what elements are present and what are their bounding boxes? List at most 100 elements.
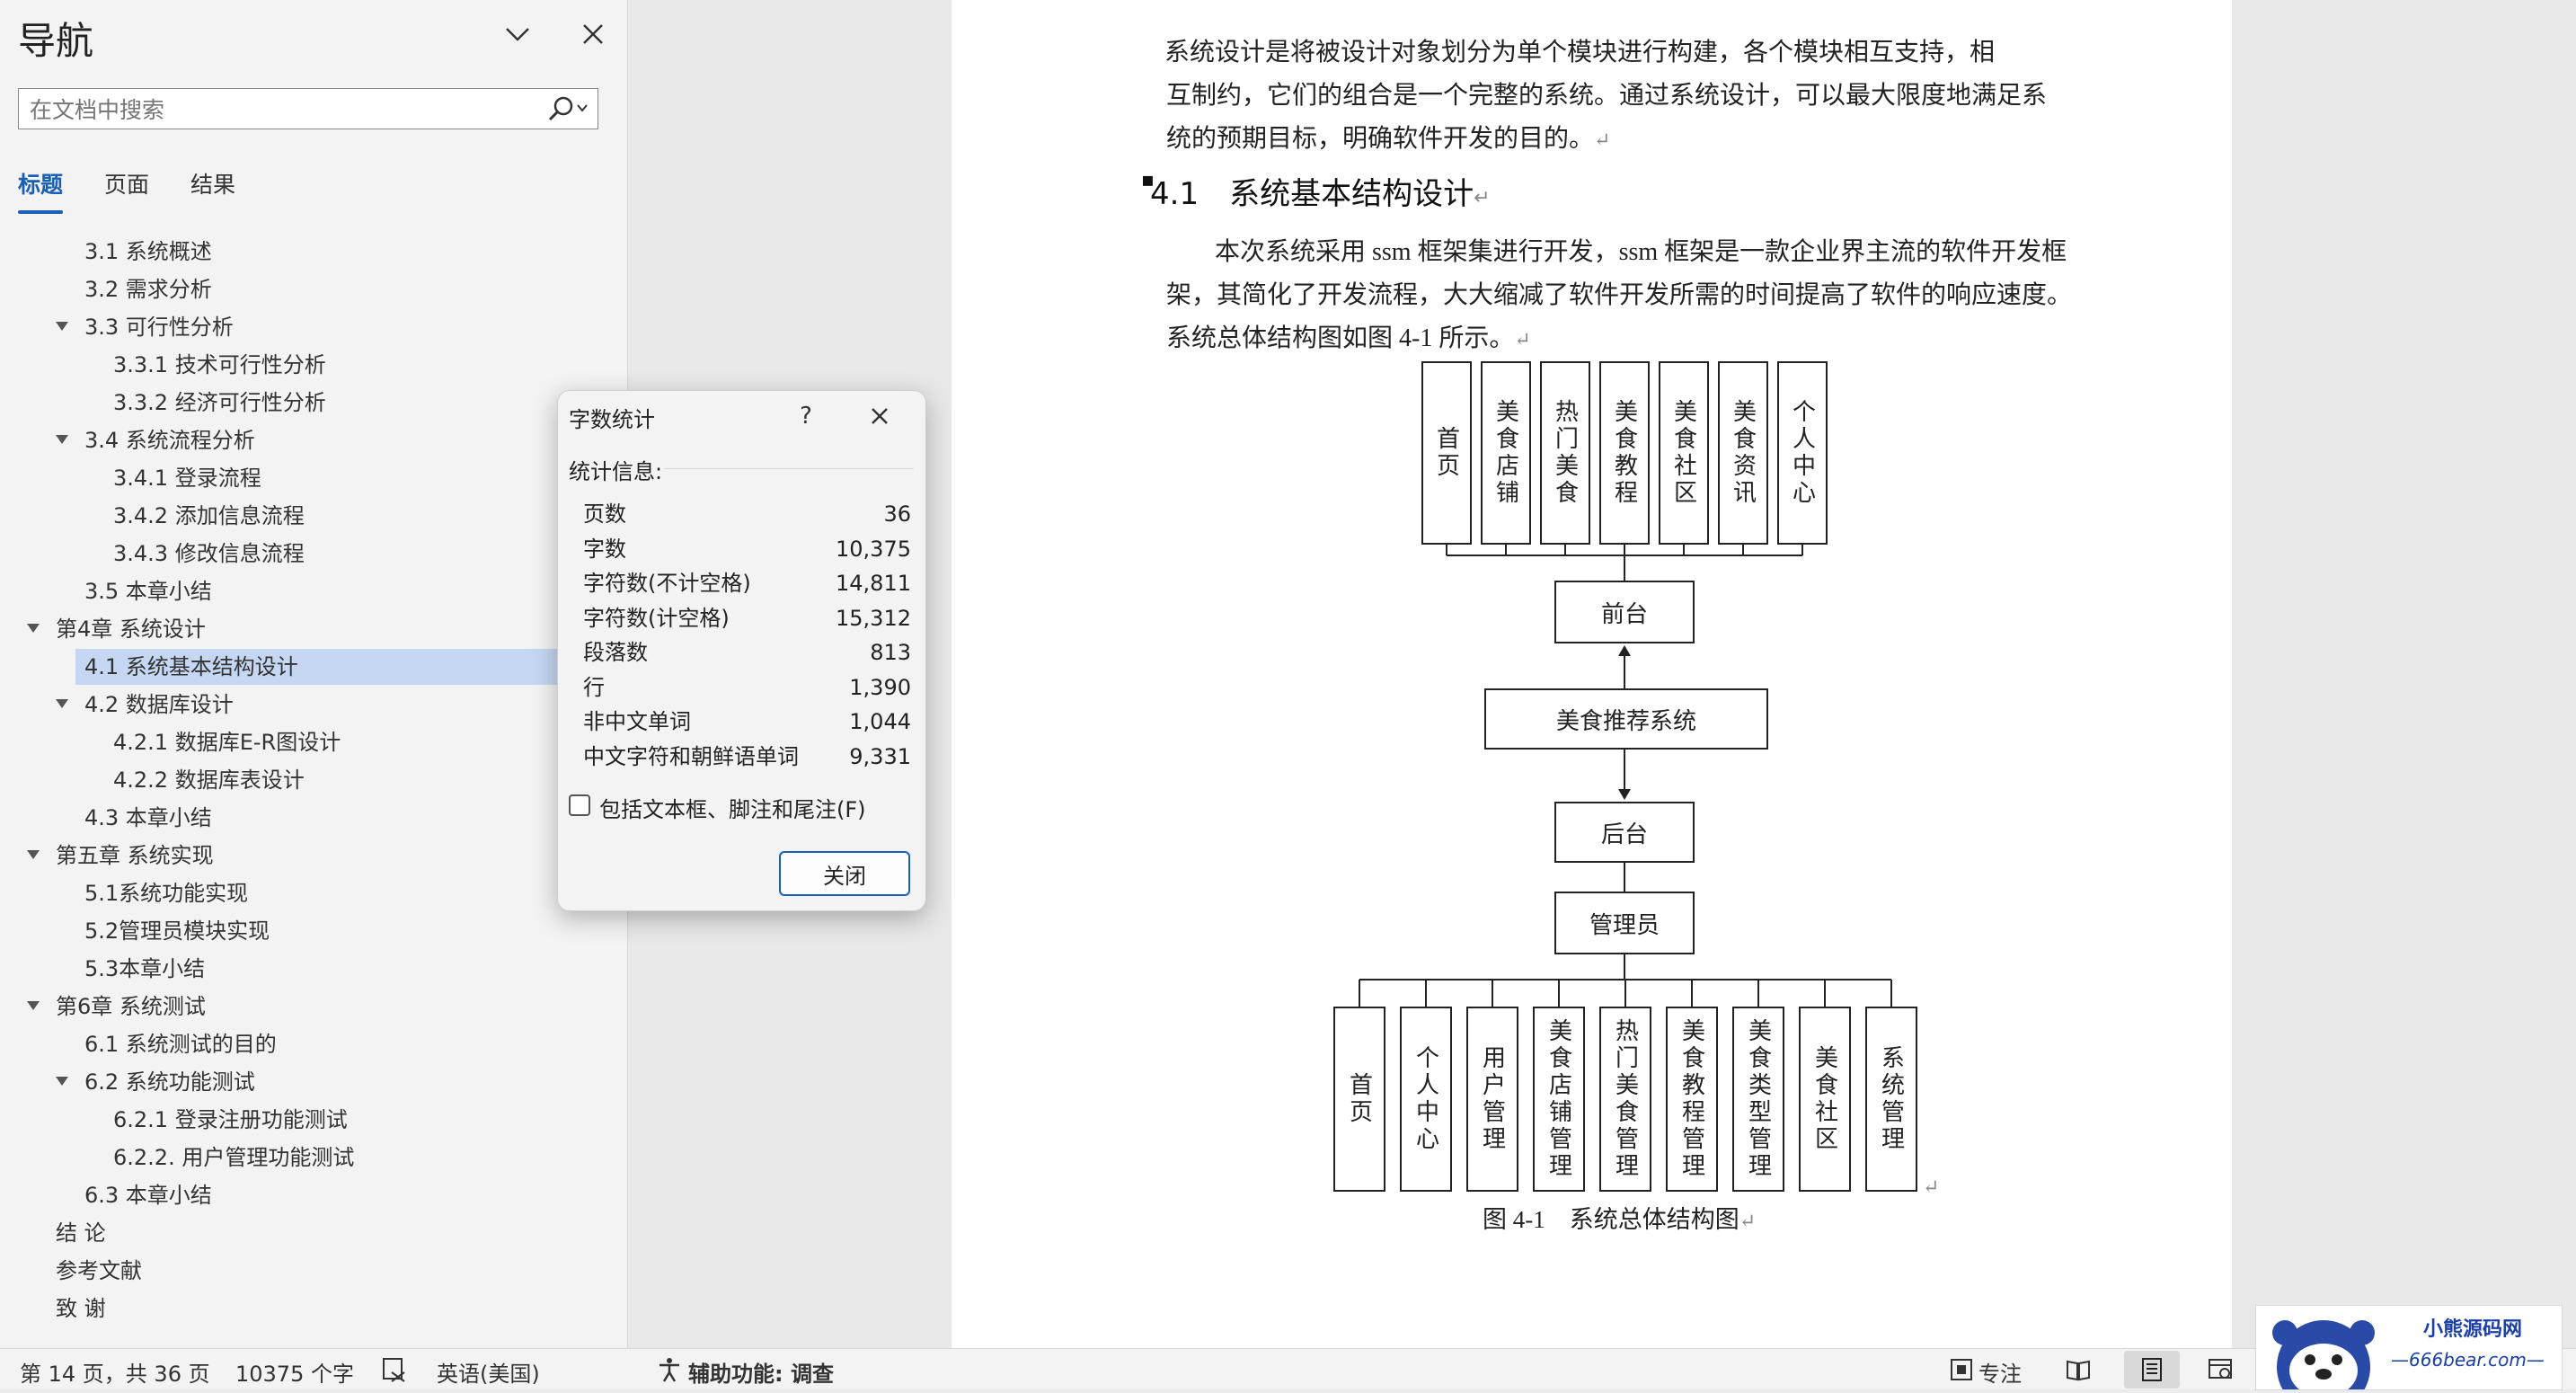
heading-item[interactable]: 5.1系统功能实现 [0, 875, 627, 911]
heading-item[interactable]: 第五章 系统实现 [0, 838, 627, 874]
stat-value: 813 [870, 640, 911, 665]
paragraph-mark-icon: ↵ [1474, 187, 1491, 209]
heading-item[interactable]: 3.2 需求分析 [0, 271, 627, 307]
heading-item[interactable]: 4.3 本章小结 [0, 800, 627, 836]
proofing-icon[interactable] [381, 1356, 408, 1383]
include-textbox-checkbox[interactable] [569, 794, 590, 816]
heading-item[interactable]: 致 谢 [0, 1291, 627, 1326]
focus-button[interactable]: 专注 [1978, 1362, 2022, 1387]
paragraph-line: 互制约，它们的组合是一个完整的系统。通过系统设计，可以最大限度地满足系 [1166, 82, 2048, 110]
heading-item[interactable]: 3.5 本章小结 [0, 573, 627, 609]
heading-item-label: 第6章 系统测试 [56, 994, 206, 1019]
diagram-node-label: 后台 [1600, 821, 1648, 847]
diagram-node-label: 个人中心 [1412, 1045, 1439, 1153]
heading-item[interactable]: 3.4.2 添加信息流程 [0, 498, 627, 534]
heading-item[interactable]: 结 论 [0, 1215, 627, 1251]
diagram-node-label: 前台 [1600, 600, 1648, 627]
diagram-node: 热门美食 [1540, 361, 1590, 545]
bullet-icon: ▪ [1141, 169, 1155, 191]
heading-item[interactable]: 3.3 可行性分析 [0, 309, 627, 345]
paragraph-line: 系统设计是将被设计对象划分为单个模块进行构建，各个模块相互支持，相 [1164, 39, 1996, 67]
help-icon[interactable]: ? [800, 403, 812, 430]
diagram-node-label: 个人中心 [1789, 399, 1816, 507]
heading-item[interactable]: 6.1 系统测试的目的 [0, 1026, 627, 1062]
diagram-node: 美食类型管理 [1732, 1007, 1784, 1192]
expand-caret-icon[interactable] [56, 1077, 68, 1086]
chevron-down-icon[interactable] [500, 16, 536, 52]
heading-item[interactable]: 第4章 系统设计 [0, 611, 627, 647]
heading-item[interactable]: 第6章 系统测试 [0, 989, 627, 1025]
heading-item[interactable]: 5.3本章小结 [0, 951, 627, 987]
search-input[interactable] [28, 89, 535, 130]
diagram-node-label: 用户管理 [1479, 1045, 1506, 1153]
expand-caret-icon[interactable] [27, 850, 40, 859]
accessibility-icon[interactable] [656, 1356, 683, 1383]
heading-item[interactable]: 4.2.1 数据库E-R图设计 [0, 724, 627, 760]
heading-item[interactable]: 4.1 系统基本结构设计 [0, 649, 627, 685]
close-button[interactable]: 关闭 [779, 851, 910, 896]
paragraph-mark-icon: ↵ [1594, 129, 1611, 151]
word-count-indicator[interactable]: 10375 个字 [235, 1362, 354, 1387]
heading-item[interactable]: 3.4.3 修改信息流程 [0, 536, 627, 572]
heading-item[interactable]: 3.3.2 经济可行性分析 [0, 385, 627, 421]
heading-item[interactable]: 6.2.1 登录注册功能测试 [0, 1102, 627, 1138]
heading-item[interactable]: 5.2管理员模块实现 [0, 913, 627, 949]
heading-item-label: 3.2 需求分析 [84, 277, 212, 302]
expand-caret-icon[interactable] [27, 1001, 40, 1010]
expand-caret-icon[interactable] [56, 699, 68, 708]
heading-item[interactable]: 3.1 系统概述 [0, 234, 627, 270]
diagram-node-label: 美食店铺管理 [1545, 1018, 1572, 1180]
heading-item-label: 4.2.2 数据库表设计 [113, 767, 305, 793]
expand-caret-icon[interactable] [56, 322, 68, 331]
tab-results[interactable]: 结果 [190, 172, 236, 198]
expand-caret-icon[interactable] [56, 435, 68, 444]
tab-pages[interactable]: 页面 [104, 172, 150, 198]
heading-item-label: 3.3 可行性分析 [84, 315, 234, 340]
stat-value: 10,375 [836, 536, 911, 562]
expand-caret-icon[interactable] [27, 624, 40, 633]
heading-item[interactable]: 6.2.2. 用户管理功能测试 [0, 1140, 627, 1176]
heading-item[interactable]: 4.2 数据库设计 [0, 687, 627, 723]
heading-item-label: 3.4.3 修改信息流程 [113, 541, 305, 566]
heading-item[interactable]: 3.4 系统流程分析 [0, 422, 627, 458]
heading-item-label: 5.3本章小结 [84, 956, 206, 981]
page-indicator[interactable]: 第 14 页，共 36 页 [20, 1362, 210, 1387]
document-margin-right [2232, 0, 2576, 1348]
heading-item[interactable]: 3.3.1 技术可行性分析 [0, 347, 627, 383]
stat-value: 1,390 [849, 674, 911, 700]
diagram-node: 个人中心 [1400, 1007, 1452, 1192]
search-icon[interactable] [540, 93, 594, 125]
heading-item[interactable]: 参考文献 [0, 1253, 627, 1289]
diagram-node: 美食店铺管理 [1533, 1007, 1585, 1192]
diagram-node: 个人中心 [1777, 361, 1828, 545]
document-page[interactable] [952, 0, 2232, 1348]
stat-label: 字符数(计空格) [583, 605, 730, 631]
diagram-node: 用户管理 [1466, 1007, 1518, 1192]
read-mode-icon[interactable] [2065, 1356, 2092, 1383]
accessibility-status[interactable]: 辅助功能: 调查 [688, 1362, 834, 1387]
stat-label: 字符数(不计空格) [583, 571, 751, 596]
heading-item[interactable]: 3.4.1 登录流程 [0, 460, 627, 496]
language-indicator[interactable]: 英语(美国) [437, 1362, 540, 1387]
heading-item-label: 3.5 本章小结 [84, 579, 212, 604]
focus-icon[interactable] [1948, 1356, 1975, 1383]
stat-row: 字符数(计空格)15,312 [583, 601, 911, 635]
print-layout-icon[interactable] [2138, 1356, 2165, 1383]
heading-item-label: 3.4.1 登录流程 [113, 466, 261, 491]
web-layout-icon[interactable] [2207, 1356, 2234, 1383]
close-icon[interactable] [860, 398, 899, 434]
heading-item[interactable]: 6.2 系统功能测试 [0, 1064, 627, 1100]
close-icon[interactable] [575, 16, 611, 52]
diagram-node: 管理员 [1554, 892, 1695, 954]
heading-item-label: 3.4 系统流程分析 [84, 428, 255, 453]
tab-headings[interactable]: 标题 [18, 172, 64, 198]
divider [664, 468, 914, 469]
heading-item[interactable]: 4.2.2 数据库表设计 [0, 762, 627, 798]
heading-item[interactable]: 6.3 本章小结 [0, 1177, 627, 1213]
heading-item-label: 3.1 系统概述 [84, 239, 212, 264]
checkbox-label[interactable]: 包括文本框、脚注和尾注(F) [599, 797, 866, 822]
selection-highlight [75, 649, 615, 685]
